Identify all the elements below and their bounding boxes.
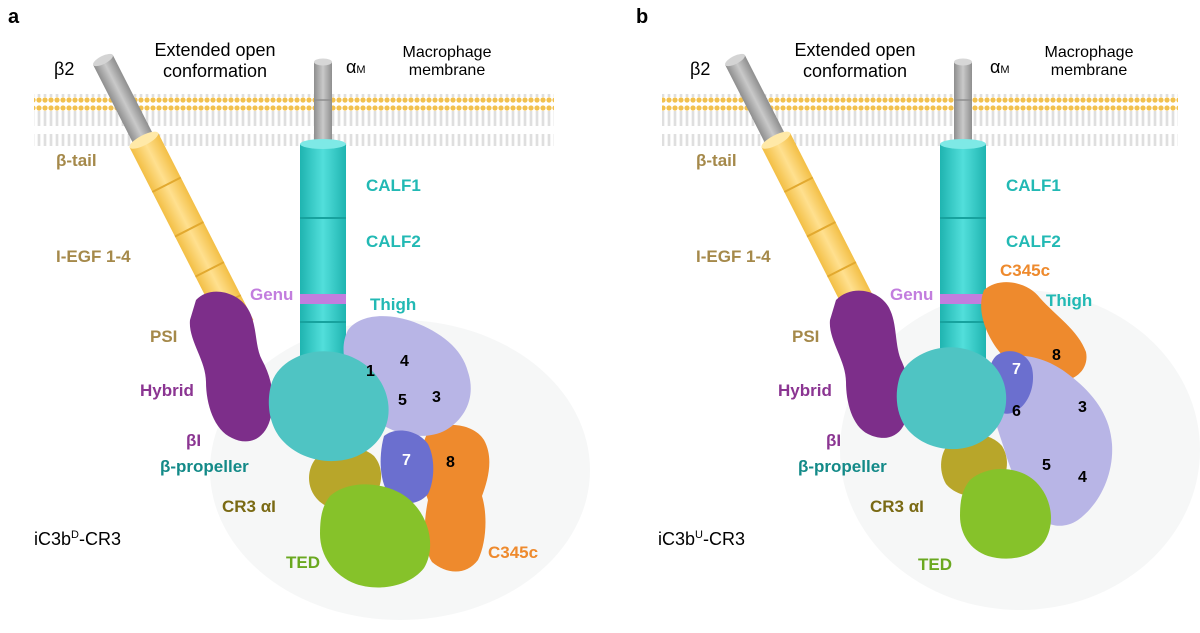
hybrid-label: Hybrid [140,382,194,399]
calf2-label: CALF2 [366,233,421,250]
alpha-subscript: M [1000,64,1009,76]
domain-number: 3 [1078,400,1087,416]
beta-tail-label: β-tail [56,152,97,169]
alpha-symbol: α [990,57,1000,77]
thigh-label: Thigh [370,296,416,313]
complex-prefix: iC3b [34,529,71,549]
c345c-label: C345c [488,544,538,561]
membrane-bilayer [662,94,1178,146]
beta2-label: β2 [54,60,74,78]
domain-number: 6 [1012,404,1021,420]
alpham-label: αM [990,58,1010,76]
calf1-label: CALF1 [1006,177,1061,194]
domain-number: 8 [446,455,455,471]
header-line-1: Extended open [140,40,290,61]
alpha-subscript: M [356,64,365,76]
conformation-header: Extended open conformation [780,40,930,81]
complex-prefix: iC3b [658,529,695,549]
domain-number: 4 [1078,470,1087,486]
iegf-label: I-EGF 1-4 [696,248,771,265]
header-line-1: Extended open [780,40,930,61]
complex-superscript: U [695,529,703,541]
complex-suffix: -CR3 [79,529,121,549]
beta2-label: β2 [690,60,710,78]
membrane-label: Macrophage membrane [1034,44,1144,81]
domain-number: 5 [1042,458,1051,474]
beta-i-label: βI [826,432,841,449]
complex-suffix: -CR3 [703,529,745,549]
beta-propeller-label: β-propeller [160,458,249,475]
genu-label: Genu [890,286,933,303]
calf1-label: CALF1 [366,177,421,194]
psi-label: PSI [150,328,177,345]
cr3-ai-label: CR3 αI [222,498,276,515]
domain-number: 5 [398,393,407,409]
c345c-label: C345c [1000,262,1050,279]
ted-label: TED [918,556,952,573]
c345c-blob [421,425,489,571]
membrane-line-1: Macrophage [1034,44,1144,62]
psi-label: PSI [792,328,819,345]
membrane-line-2: membrane [392,62,502,80]
membrane-line-1: Macrophage [392,44,502,62]
complex-name: iC3bU-CR3 [658,530,745,548]
complex-name: iC3bD-CR3 [34,530,121,548]
psi-hybrid-blob [830,291,910,438]
ted-label: TED [286,554,320,571]
genu-label: Genu [250,286,293,303]
domain-number: 7 [1012,362,1021,378]
thigh-label: Thigh [1046,292,1092,309]
calf2-label: CALF2 [1006,233,1061,250]
psi-hybrid-blob [190,292,273,442]
alpham-label: αM [346,58,366,76]
domain-number: 3 [432,390,441,406]
panel-a: a [0,0,600,633]
domain-number: 8 [1052,348,1061,364]
beta-propeller-blob [897,347,1006,449]
cr3-ai-label: CR3 αI [870,498,924,515]
panel-b: b [600,0,1200,633]
beta2-leg [87,49,254,334]
beta-propeller-label: β-propeller [798,458,887,475]
domain-number: 4 [400,354,409,370]
domain-number: 1 [366,364,375,380]
domain-number: 7 [402,453,411,469]
conformation-header: Extended open conformation [140,40,290,81]
iegf-label: I-EGF 1-4 [56,248,131,265]
alpha-symbol: α [346,57,356,77]
header-line-2: conformation [780,61,930,82]
hybrid-label: Hybrid [778,382,832,399]
header-line-2: conformation [140,61,290,82]
beta-i-label: βI [186,432,201,449]
beta-tail-label: β-tail [696,152,737,169]
membrane-label: Macrophage membrane [392,44,502,81]
complex-superscript: D [71,529,79,541]
membrane-line-2: membrane [1034,62,1144,80]
